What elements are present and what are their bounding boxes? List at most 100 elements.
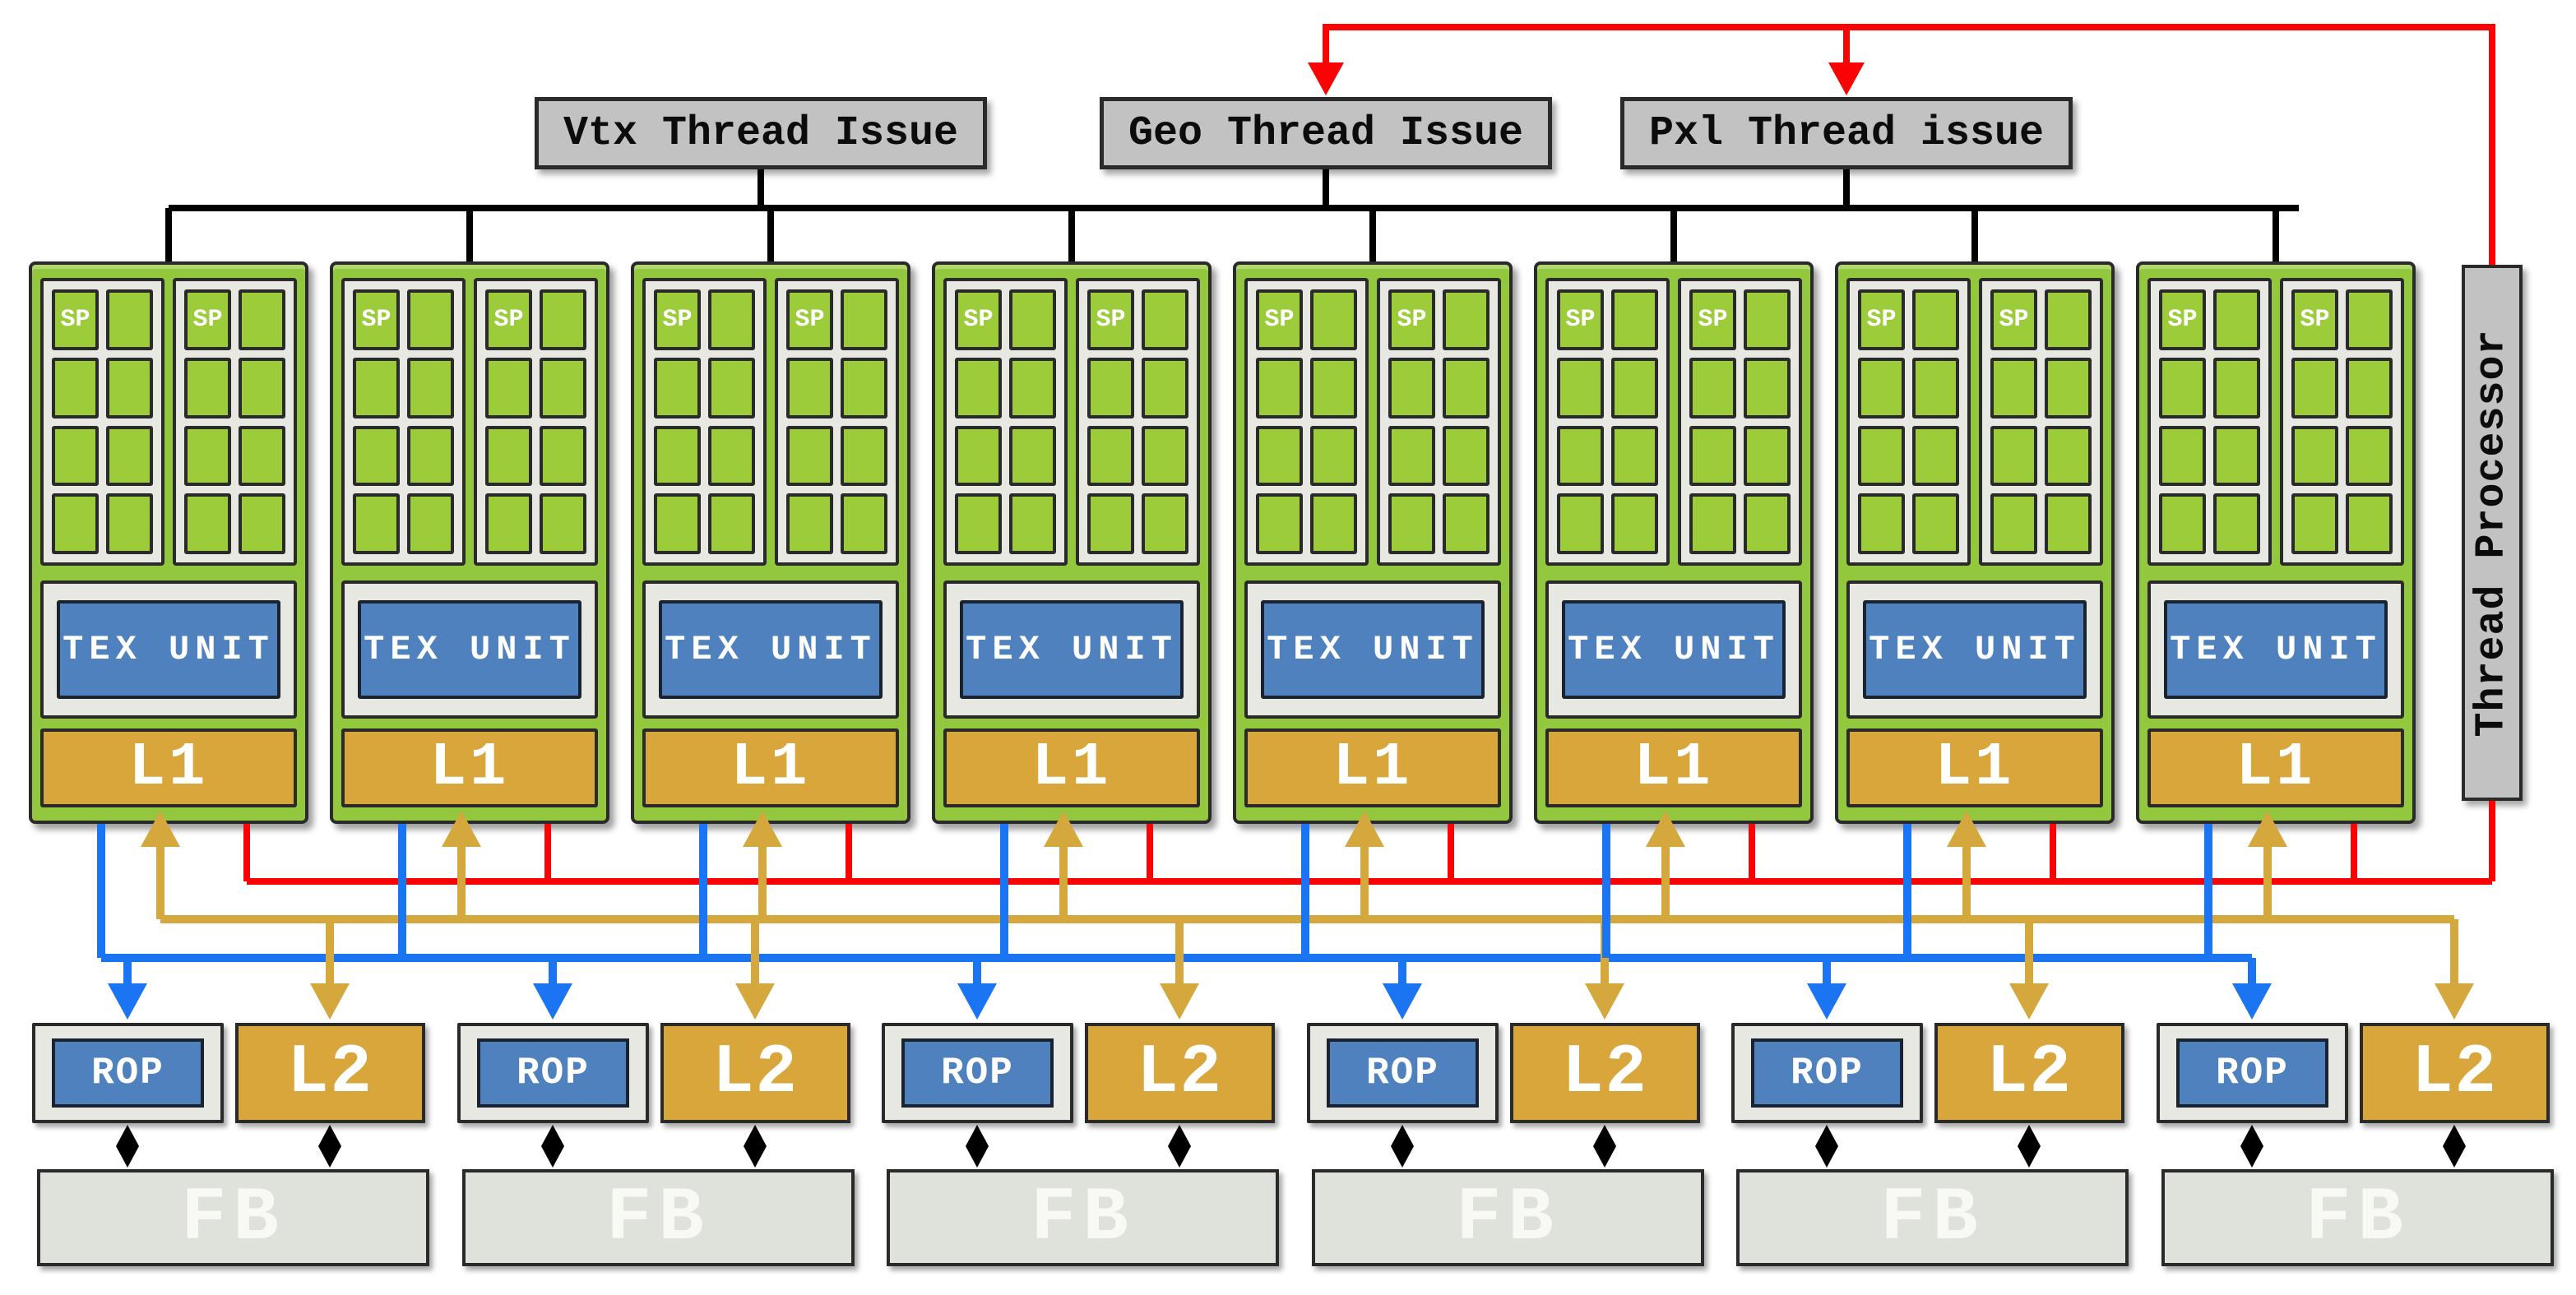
sp-core — [786, 357, 833, 419]
sp-core — [1990, 493, 2037, 554]
sp-core — [2213, 493, 2260, 554]
sp-core — [708, 357, 755, 419]
sp-core — [1611, 357, 1658, 419]
sp-core — [1310, 289, 1357, 350]
sp-panel: SP — [1244, 278, 1369, 566]
tex-unit-box: TEX UNIT — [1562, 600, 1786, 699]
sp-core: SP — [2291, 289, 2338, 350]
sp-core — [708, 493, 755, 554]
sp-core — [1256, 425, 1303, 487]
framebuffer-box: FB — [462, 1169, 855, 1266]
sp-core-label: SP — [2167, 305, 2198, 334]
sp-panel: SP — [40, 278, 164, 566]
gold-arrowheads — [141, 811, 2474, 1020]
rop-frame: ROP — [882, 1023, 1073, 1123]
sp-core — [1744, 289, 1791, 350]
sp-core — [407, 425, 454, 487]
sp-panel: SP — [775, 278, 899, 566]
sp-core — [654, 425, 701, 487]
thread-processor-box: Thread Processor — [2462, 265, 2523, 801]
sp-panel: SP — [173, 278, 297, 566]
vtx-thread-issue-box: Vtx Thread Issue — [535, 97, 987, 169]
memory-partition-3: ROP L2 FB — [882, 1023, 1279, 1266]
framebuffer-box: FB — [1736, 1169, 2129, 1266]
sp-core — [841, 425, 887, 487]
sp-core — [2159, 357, 2206, 419]
sp-core — [1744, 493, 1791, 554]
sp-core-label: SP — [493, 305, 524, 334]
sp-core — [1256, 357, 1303, 419]
sp-core — [1990, 425, 2037, 487]
sp-core — [654, 493, 701, 554]
sp-core — [1087, 493, 1134, 554]
sp-core — [353, 425, 400, 487]
memory-partition-1: ROP L2 FB — [32, 1023, 429, 1266]
sp-core — [239, 425, 285, 487]
sp-panel: SP — [474, 278, 598, 566]
sp-core — [485, 357, 532, 419]
sp-core: SP — [184, 289, 231, 350]
sp-core — [2159, 493, 2206, 554]
sp-core — [540, 493, 586, 554]
sp-core-label: SP — [192, 305, 223, 334]
sp-core — [106, 425, 153, 487]
sp-core — [1557, 357, 1604, 419]
l2-cache-box: L2 — [235, 1023, 425, 1123]
sp-core — [1142, 289, 1188, 350]
sp-core — [1009, 357, 1056, 419]
sp-core: SP — [485, 289, 532, 350]
tex-unit-frame: TEX UNIT — [341, 580, 598, 719]
sp-core — [2291, 357, 2338, 419]
sp-core — [1142, 493, 1188, 554]
sp-core-label: SP — [60, 305, 90, 334]
tex-unit-box: TEX UNIT — [57, 600, 280, 699]
tex-unit-frame: TEX UNIT — [1545, 580, 1802, 719]
sp-core — [1912, 289, 1959, 350]
l2-cache-box: L2 — [1934, 1023, 2124, 1123]
sp-core — [106, 357, 153, 419]
sp-core — [955, 493, 1002, 554]
sp-core — [1310, 425, 1357, 487]
sp-core — [1689, 357, 1736, 419]
sp-core — [1142, 357, 1188, 419]
sp-panel: SP — [1545, 278, 1670, 566]
rop-verticals — [97, 824, 2256, 993]
sp-core — [184, 493, 231, 554]
sp-grid: SP SP — [341, 278, 598, 566]
sp-core — [1443, 357, 1490, 419]
framebuffer-box: FB — [2161, 1169, 2554, 1266]
sp-core — [841, 493, 887, 554]
rop-frame: ROP — [2157, 1023, 2348, 1123]
sp-core — [2291, 425, 2338, 487]
sp-core — [2045, 357, 2092, 419]
sp-core — [407, 493, 454, 554]
sp-core — [239, 493, 285, 554]
sp-core — [1443, 289, 1490, 350]
sp-core: SP — [1256, 289, 1303, 350]
memory-partition-5: ROP L2 FB — [1731, 1023, 2129, 1266]
sp-core — [1744, 425, 1791, 487]
sp-panel: SP — [1076, 278, 1200, 566]
sp-core — [1310, 493, 1357, 554]
l1-cache-box: L1 — [2147, 728, 2404, 807]
sp-core — [1443, 493, 1490, 554]
sp-panel: SP — [341, 278, 466, 566]
sp-core — [353, 357, 400, 419]
l1-cache-box: L1 — [341, 728, 598, 807]
sp-panel: SP — [943, 278, 1068, 566]
sp-core — [1009, 289, 1056, 350]
sp-core — [841, 289, 887, 350]
sp-core — [841, 357, 887, 419]
sp-core — [1443, 425, 1490, 487]
rop-box: ROP — [477, 1038, 629, 1108]
sp-core — [485, 493, 532, 554]
sp-core — [2213, 357, 2260, 419]
